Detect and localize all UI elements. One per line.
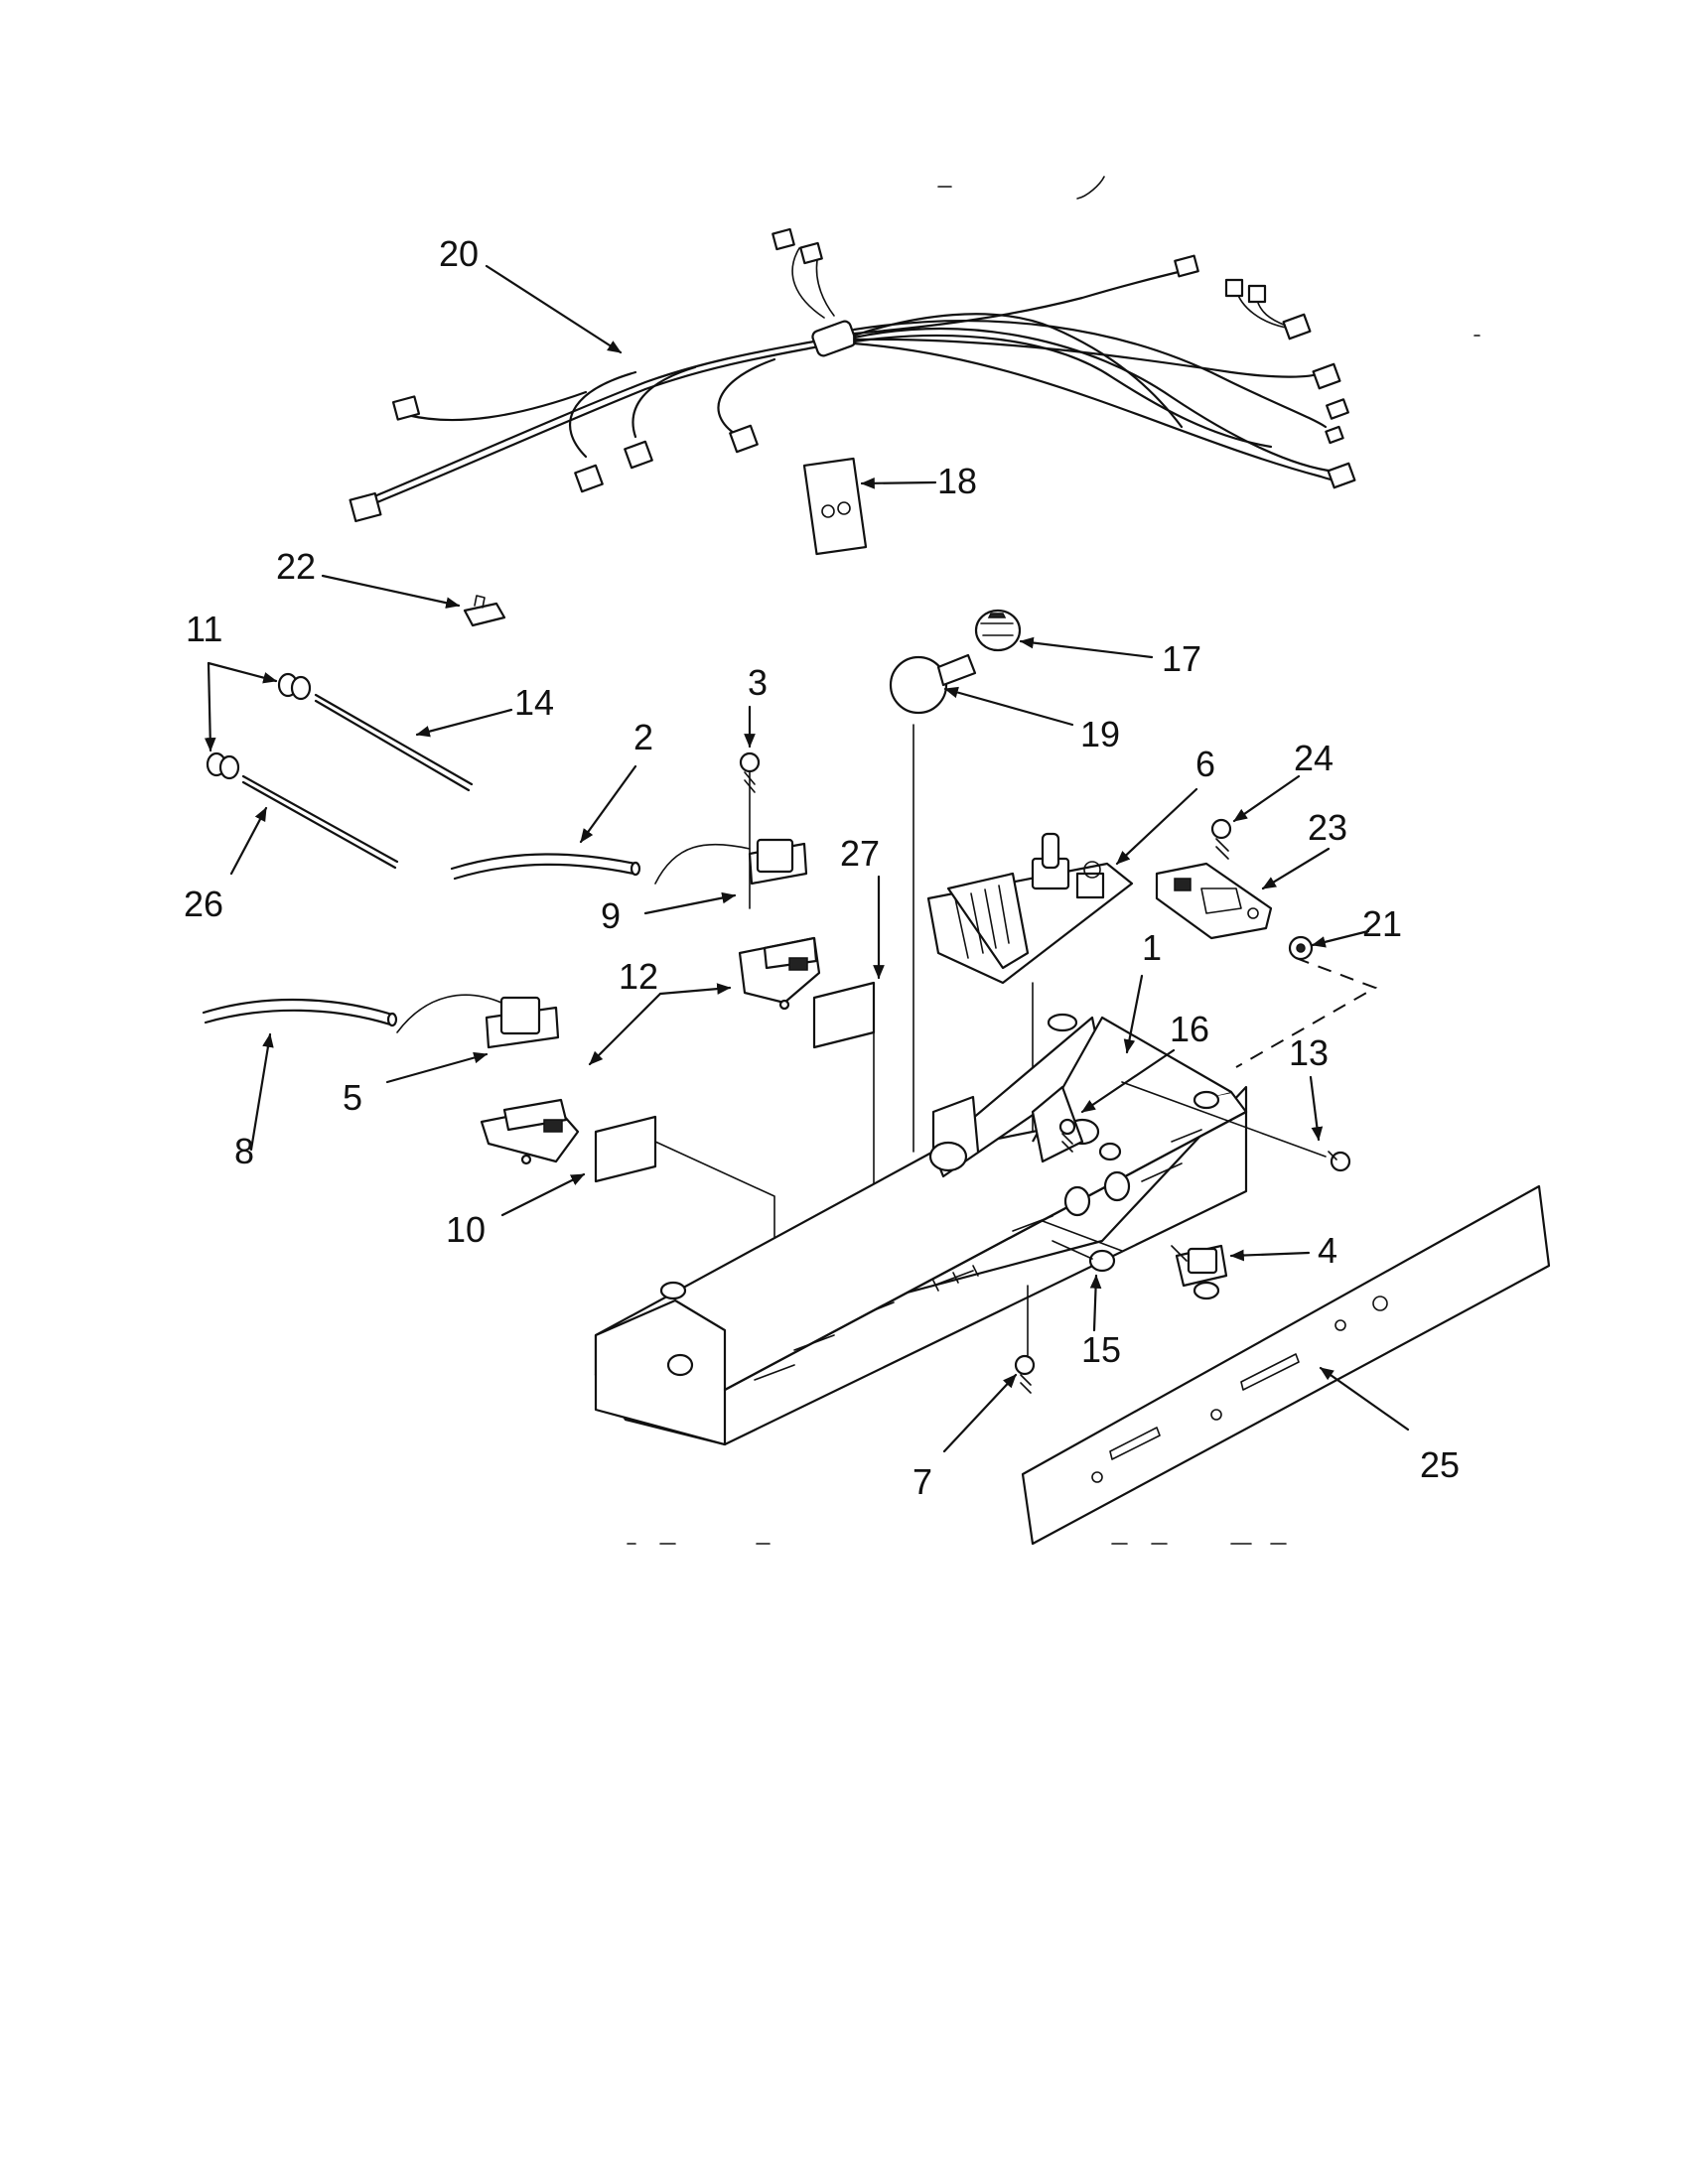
callout-15: 15 bbox=[1081, 1329, 1121, 1370]
callout-24: 24 bbox=[1294, 738, 1333, 778]
callout-21: 21 bbox=[1362, 903, 1402, 944]
callout-22: 22 bbox=[276, 546, 316, 587]
leader-17 bbox=[1019, 636, 1154, 659]
callout-8: 8 bbox=[234, 1131, 254, 1171]
trim-panel-part-25 bbox=[1021, 1184, 1551, 1546]
switch-part-4 bbox=[1171, 1244, 1228, 1300]
control-board-part-6 bbox=[926, 832, 1134, 1143]
leader-16 bbox=[1080, 1048, 1176, 1114]
screw-part-7 bbox=[1014, 1285, 1036, 1394]
bulb-part-19 bbox=[889, 653, 977, 1153]
leader-9 bbox=[643, 891, 737, 915]
leader-10 bbox=[500, 1172, 586, 1217]
screw-part-24 bbox=[1210, 818, 1232, 860]
leader-12b bbox=[588, 992, 662, 1066]
tube-part-8 bbox=[202, 998, 398, 1027]
callout-26: 26 bbox=[184, 884, 223, 924]
lamp-socket-part-17 bbox=[974, 609, 1022, 652]
switch-part-9 bbox=[654, 751, 808, 909]
wire-harness bbox=[349, 227, 1356, 523]
label-part-10 bbox=[594, 1115, 775, 1326]
leader-22 bbox=[321, 574, 461, 609]
housing-part-1 bbox=[594, 1013, 1248, 1446]
leader-11a bbox=[207, 661, 278, 684]
leader-lines bbox=[204, 264, 1410, 1453]
leader-7 bbox=[942, 1373, 1018, 1453]
leader-4 bbox=[1229, 1249, 1311, 1262]
leader-11b bbox=[204, 661, 216, 752]
leader-19 bbox=[943, 686, 1074, 727]
leader-2 bbox=[579, 764, 637, 844]
leader-1 bbox=[1123, 974, 1144, 1054]
callout-16: 16 bbox=[1170, 1009, 1209, 1049]
scan-marks bbox=[937, 176, 1480, 337]
leader-5 bbox=[385, 1051, 489, 1084]
callout-6: 6 bbox=[1195, 744, 1215, 784]
callout-9: 9 bbox=[601, 895, 621, 936]
callout-2: 2 bbox=[633, 717, 653, 757]
bracket-lower-part-12 bbox=[480, 1098, 580, 1165]
callout-20: 20 bbox=[439, 233, 479, 274]
label-part-27 bbox=[812, 981, 876, 1192]
callout-5: 5 bbox=[343, 1077, 362, 1118]
callout-3: 3 bbox=[748, 662, 768, 703]
clip-part-22 bbox=[463, 595, 506, 627]
leader-20 bbox=[485, 264, 623, 354]
tube-part-2 bbox=[450, 853, 641, 881]
callout-7: 7 bbox=[912, 1461, 932, 1502]
leader-14 bbox=[415, 708, 513, 738]
leader-26 bbox=[229, 806, 268, 876]
leader-18 bbox=[860, 477, 937, 489]
callout-19: 19 bbox=[1080, 714, 1120, 754]
callout-11: 11 bbox=[186, 609, 222, 649]
leader-8 bbox=[249, 1032, 274, 1152]
button-part-15 bbox=[1052, 1240, 1116, 1273]
module-part-23 bbox=[1155, 862, 1273, 940]
leader-23 bbox=[1261, 847, 1331, 890]
callout-13: 13 bbox=[1289, 1032, 1329, 1073]
clip-part-21 bbox=[1288, 935, 1314, 961]
callout-12: 12 bbox=[619, 956, 658, 997]
leader-25 bbox=[1319, 1366, 1410, 1432]
leader-13 bbox=[1309, 1075, 1324, 1142]
leader-15 bbox=[1089, 1274, 1102, 1332]
dashed-line bbox=[1235, 957, 1378, 1068]
callout-18: 18 bbox=[937, 461, 977, 501]
callout-1: 1 bbox=[1142, 927, 1162, 968]
callouts: 20 18 22 11 14 26 2 3 9 17 19 6 24 23 21… bbox=[184, 233, 1460, 1502]
screw-part-13 bbox=[1121, 1081, 1351, 1172]
callout-23: 23 bbox=[1308, 807, 1347, 848]
leader-21 bbox=[1311, 929, 1370, 948]
callout-25: 25 bbox=[1420, 1444, 1460, 1485]
screw-part-16 bbox=[1058, 1118, 1076, 1153]
grommet-rod-upper bbox=[277, 672, 474, 792]
leader-12a bbox=[658, 983, 732, 996]
callout-27: 27 bbox=[840, 833, 880, 874]
callout-14: 14 bbox=[514, 682, 554, 723]
callout-17: 17 bbox=[1162, 638, 1201, 679]
grommet-rod-lower bbox=[206, 751, 399, 870]
callout-10: 10 bbox=[446, 1209, 486, 1250]
bracket-upper-part-12 bbox=[738, 936, 821, 1011]
switch-part-5 bbox=[396, 994, 560, 1049]
leader-6 bbox=[1115, 787, 1198, 866]
callout-4: 4 bbox=[1318, 1230, 1337, 1271]
plate-part-18 bbox=[802, 457, 868, 556]
leader-24 bbox=[1232, 774, 1301, 823]
